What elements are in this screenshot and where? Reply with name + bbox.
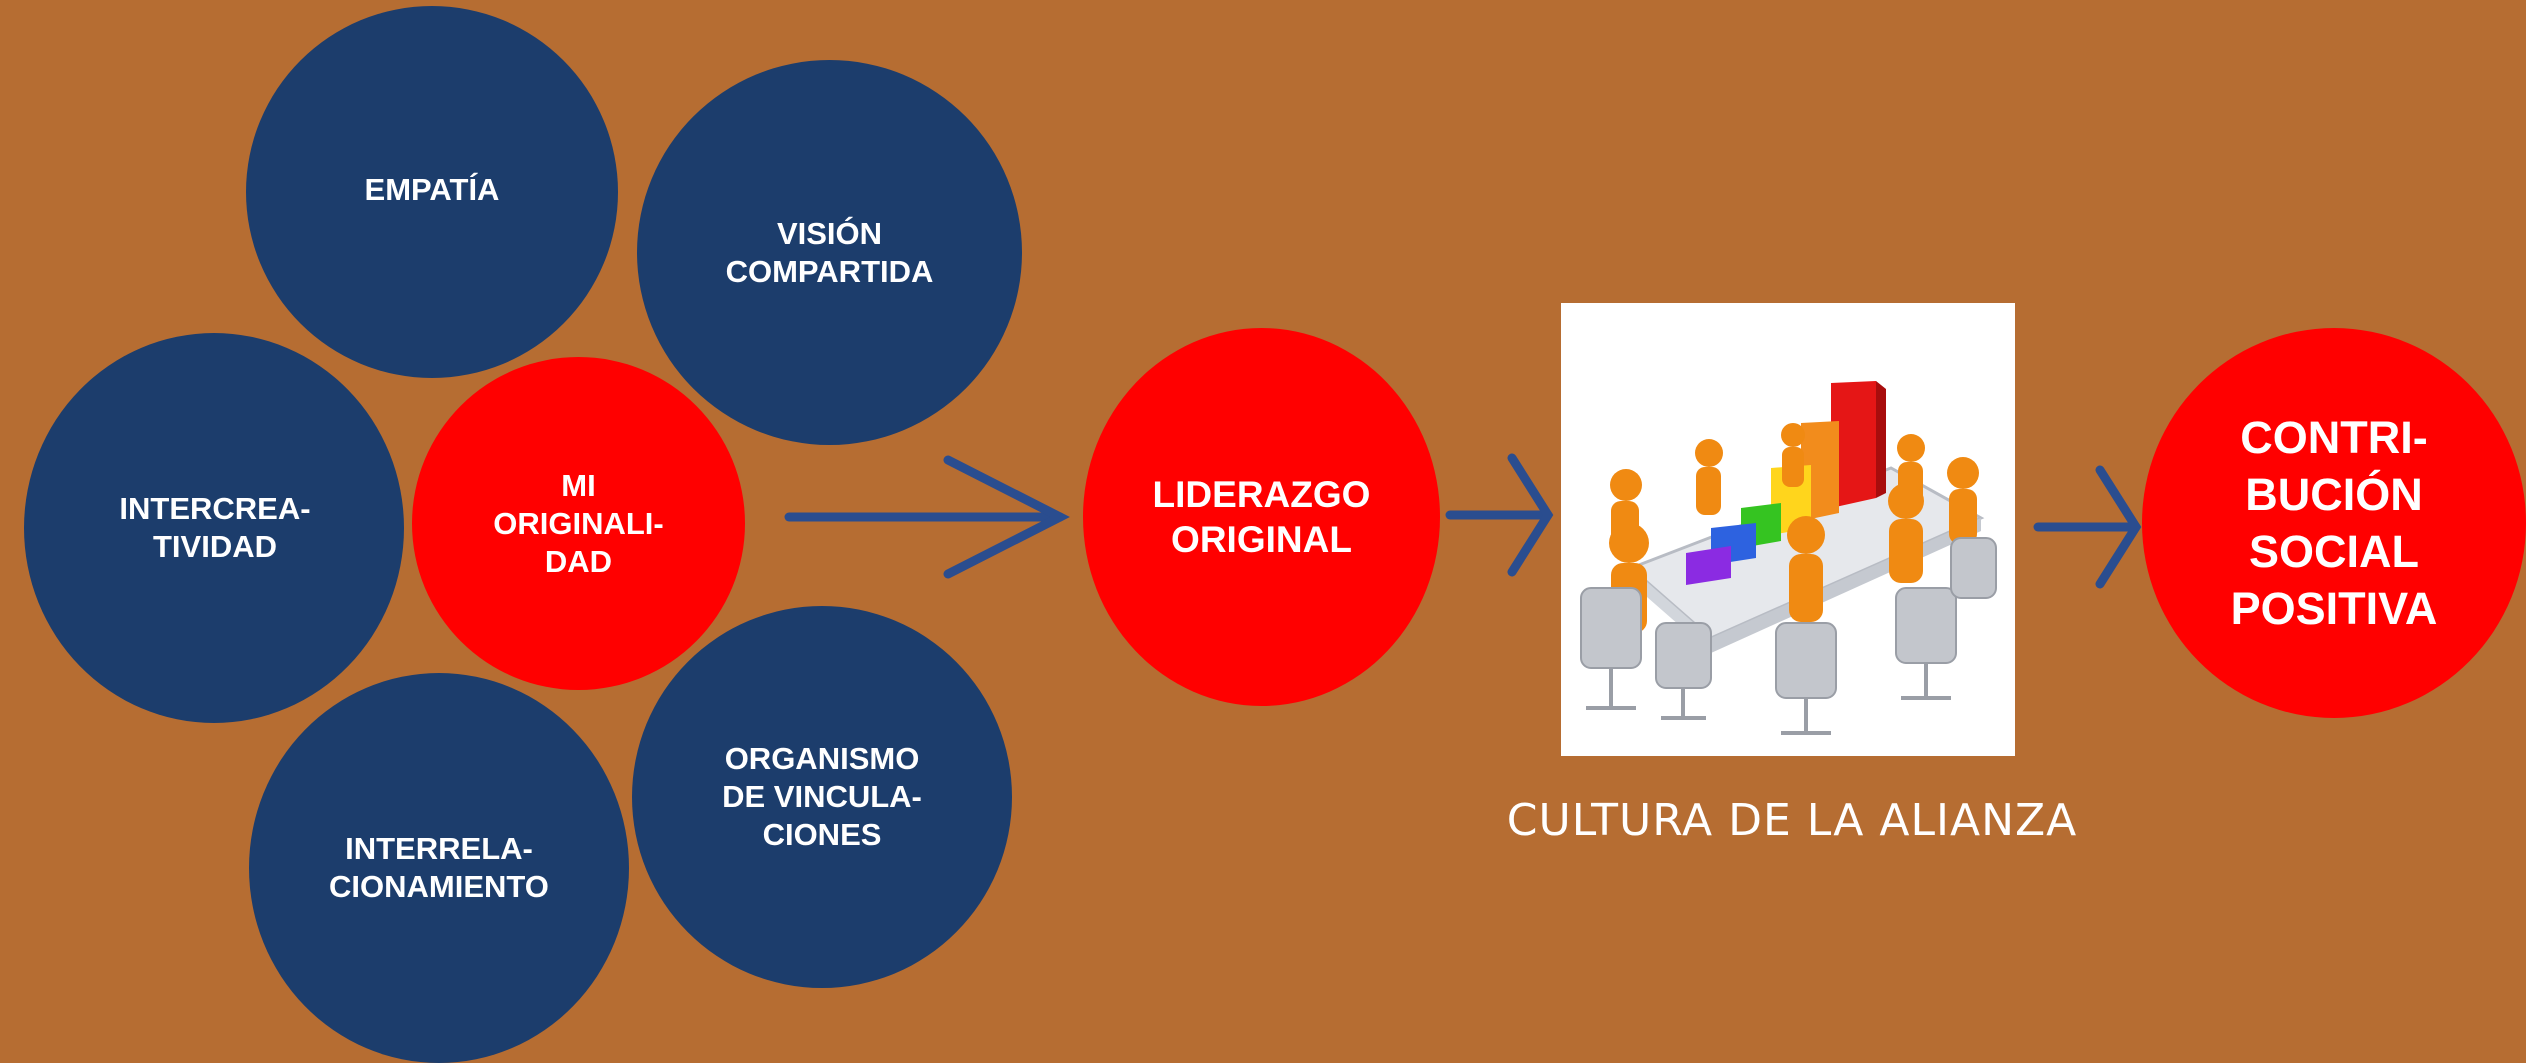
circle-liderazgo-label: LIDERAZGO ORIGINAL: [1152, 474, 1371, 560]
circle-organismo-de-vinculaciones: ORGANISMO DE VINCULA- CIONES: [632, 606, 1012, 988]
circle-empatia-label: EMPATÍA: [364, 172, 500, 207]
caption-cultura-de-la-alianza: CULTURA DE LA ALIANZA: [1506, 795, 2078, 846]
arrow-1-icon: [784, 455, 1070, 579]
circle-liderazgo-original: LIDERAZGO ORIGINAL: [1083, 328, 1440, 706]
circle-intercreatividad: INTERCREA- TIVIDAD: [24, 333, 404, 723]
circle-organismo-label: ORGANISMO DE VINCULA- CIONES: [722, 741, 922, 852]
team-meeting-illustration: [1561, 303, 2015, 756]
circle-mi-originalidad: MI ORIGINALI- DAD: [412, 357, 745, 690]
circle-vision-compartida: VISIÓN COMPARTIDA: [637, 60, 1022, 445]
team-meeting-bar-chart-icon: [1580, 381, 1997, 735]
arrow-2-icon: [1445, 453, 1554, 577]
circle-vision-compartida-label: VISIÓN COMPARTIDA: [725, 215, 934, 289]
circle-interrelacionamiento: INTERRELA- CIONAMIENTO: [249, 673, 629, 1063]
circle-contribucion-label: CONTRI- BUCIÓN SOCIAL POSITIVA: [2230, 412, 2438, 634]
circle-mi-originalidad-label: MI ORIGINALI- DAD: [493, 467, 664, 579]
circle-contribucion-social-positiva: CONTRI- BUCIÓN SOCIAL POSITIVA: [2142, 328, 2526, 718]
circle-empatia: EMPATÍA: [246, 6, 618, 378]
circle-interrelacionamiento-label: INTERRELA- CIONAMIENTO: [329, 831, 549, 904]
circle-intercreatividad-label: INTERCREA- TIVIDAD: [119, 491, 311, 564]
arrow-3-icon: [2033, 465, 2142, 589]
